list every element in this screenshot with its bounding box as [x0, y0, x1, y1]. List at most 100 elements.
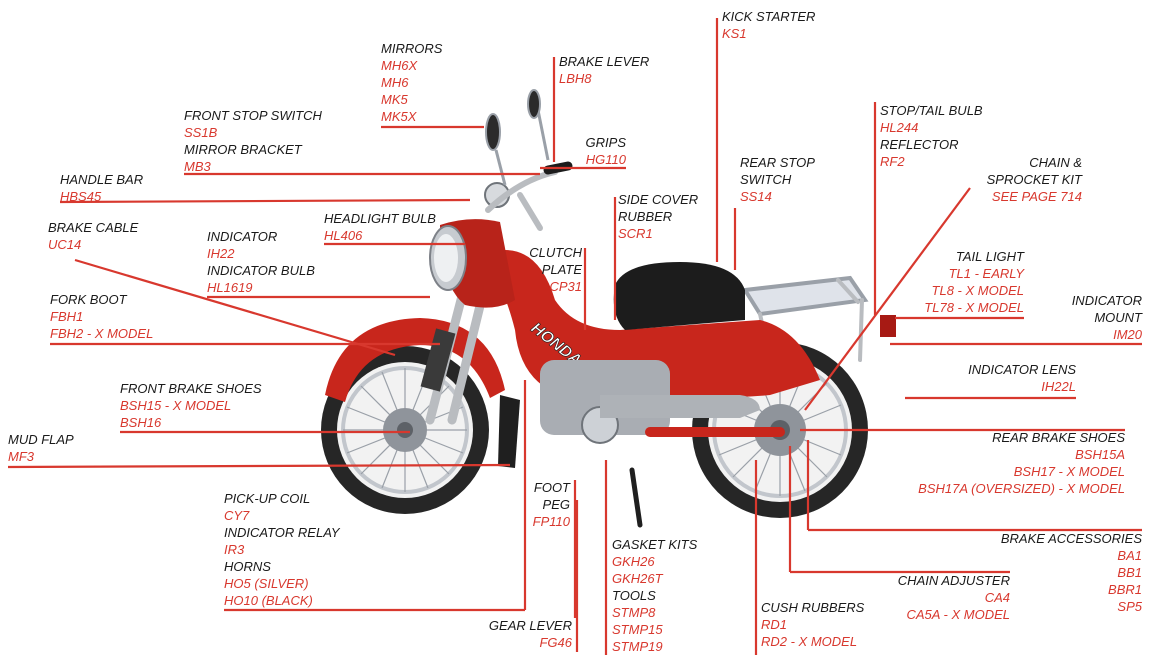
part-name: FRONT STOP SWITCH [184, 108, 322, 123]
part-name: PEG [542, 497, 570, 512]
part-name: BRAKE LEVER [559, 54, 650, 69]
callout-side-cover-rubber: SIDE COVER RUBBER SCR1 [618, 191, 698, 242]
part-name: TOOLS [612, 588, 656, 603]
part-code: MK5 [381, 92, 408, 107]
part-code: HO10 (BLACK) [224, 593, 313, 608]
part-code: RD2 - X MODEL [761, 634, 858, 649]
part-name: STOP/TAIL BULB [880, 103, 983, 118]
part-name: TAIL LIGHT [955, 249, 1024, 264]
part-name: REFLECTOR [880, 137, 959, 152]
part-name: HANDLE BAR [60, 172, 144, 187]
part-code: GKH26T [612, 571, 663, 586]
callout-front-brake-shoes: FRONT BRAKE SHOES BSH15 - X MODEL BSH16 [120, 380, 262, 431]
part-code: IH22 [207, 246, 235, 261]
part-name: CHAIN ADJUSTER [897, 573, 1010, 588]
part-code: CY7 [224, 508, 250, 523]
part-code: MH6X [381, 58, 418, 73]
part-code: BSH17A (OVERSIZED) - X MODEL [918, 481, 1125, 496]
part-code: FG46 [539, 635, 572, 650]
part-code: MK5X [381, 109, 417, 124]
part-code: STMP8 [612, 605, 656, 620]
part-code: IH22L [1041, 379, 1076, 394]
part-name: CHAIN & [1029, 155, 1082, 170]
part-code: SCR1 [618, 226, 653, 241]
part-code: BSH16 [120, 415, 162, 430]
part-name: HORNS [224, 559, 271, 574]
part-code: HL1619 [207, 280, 253, 295]
part-name: CLUTCH [529, 245, 582, 260]
part-code: MB3 [184, 159, 211, 174]
mirrors [485, 89, 550, 186]
part-code: TL78 - X MODEL [924, 300, 1024, 315]
part-name: MIRRORS [381, 41, 443, 56]
part-code: FBH2 - X MODEL [50, 326, 154, 341]
part-name: PICK-UP COIL [224, 491, 311, 506]
part-code: TL8 - X MODEL [931, 283, 1024, 298]
part-code: MH6 [381, 75, 409, 90]
part-name: CUSH RUBBERS [761, 600, 865, 615]
part-name: REAR BRAKE SHOES [992, 430, 1125, 445]
part-code: BA1 [1117, 548, 1142, 563]
part-name: SIDE COVER [618, 192, 699, 207]
part-code: CA5A - X MODEL [906, 607, 1010, 622]
part-name: BRAKE CABLE [48, 220, 139, 235]
callout-brake-lever: BRAKE LEVER LBH8 [559, 53, 649, 87]
tail-light [880, 315, 896, 337]
part-code: LBH8 [559, 71, 592, 86]
part-name: FOOT [533, 480, 570, 495]
part-code: STMP15 [612, 622, 663, 637]
part-code: SEE PAGE 714 [991, 189, 1082, 204]
part-code: IR3 [224, 542, 245, 557]
part-name: INDICATOR LENS [968, 362, 1076, 377]
part-code: HL244 [880, 120, 919, 135]
part-code: BSH15 - X MODEL [120, 398, 232, 413]
leader-line-brake-cable [74, 258, 396, 357]
part-name: REAR STOP [740, 155, 815, 170]
part-code: HL406 [324, 228, 363, 243]
exhaust [600, 395, 760, 418]
part-code: RD1 [761, 617, 788, 632]
part-code: SS1B [184, 125, 218, 140]
part-code: MF3 [8, 449, 34, 464]
part-code: HO5 (SILVER) [224, 576, 309, 591]
part-name: FRONT BRAKE SHOES [120, 381, 262, 396]
mud-flap [498, 395, 520, 468]
part-name: INDICATOR RELAY [224, 525, 340, 540]
front-fender [325, 318, 505, 402]
part-name: SWITCH [740, 172, 792, 187]
callout-indicator-lens: INDICATOR LENS IH22L [968, 361, 1076, 395]
part-code: CA4 [984, 590, 1010, 605]
part-code: BSH15A [1075, 447, 1125, 462]
part-name: GRIPS [585, 135, 626, 150]
part-code: CP31 [549, 279, 582, 294]
seat [613, 262, 745, 330]
part-name: INDICATOR [207, 229, 278, 244]
callout-gear-lever: GEAR LEVER FG46 [489, 617, 572, 651]
leader-line-chain-sprocket [804, 187, 971, 411]
part-code: FBH1 [50, 309, 84, 324]
part-name: SPROCKET KIT [986, 172, 1082, 187]
part-name: RUBBER [618, 209, 673, 224]
part-code: GKH26 [612, 554, 655, 569]
part-name: GEAR LEVER [488, 618, 572, 633]
leader-line-mud-flap [7, 463, 511, 469]
fork-boot [420, 328, 456, 392]
